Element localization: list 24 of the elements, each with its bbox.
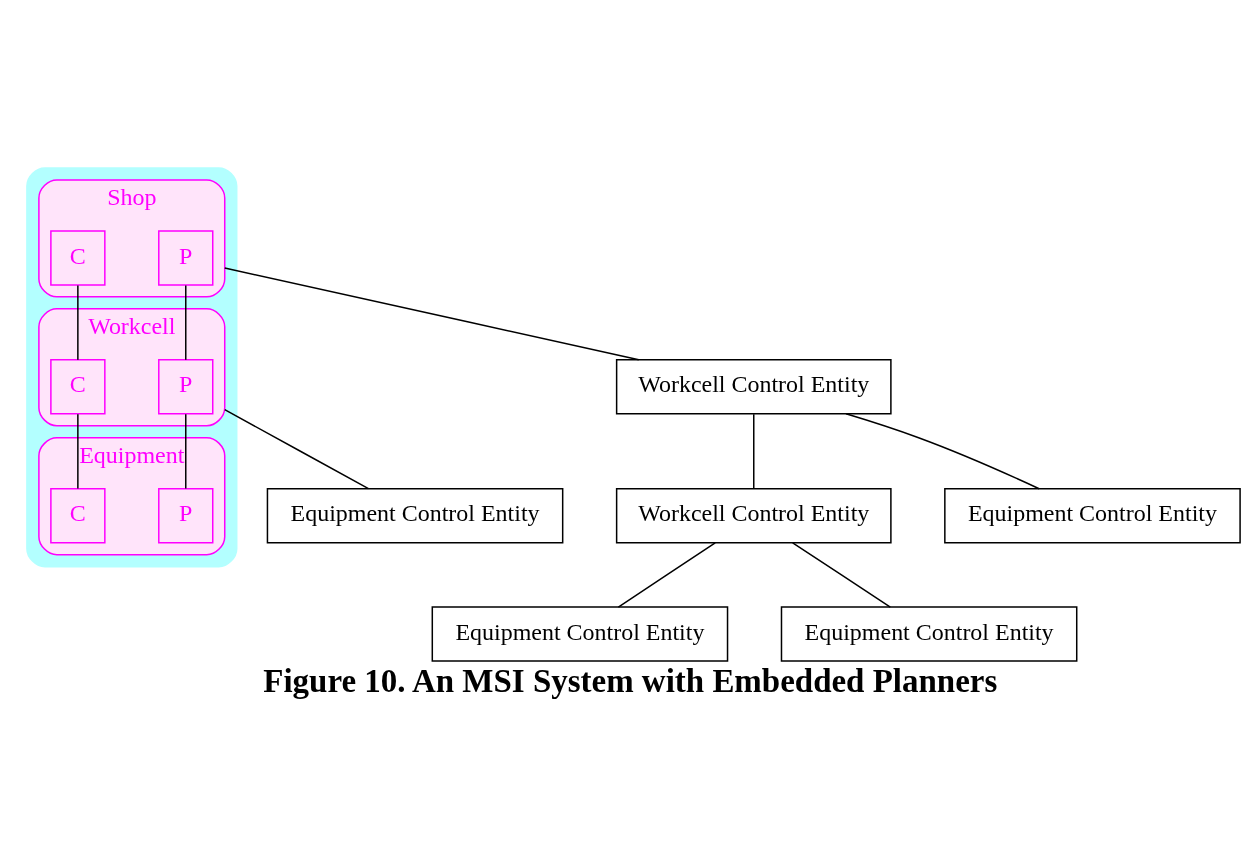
connector <box>845 413 1040 490</box>
node-box: C <box>50 359 106 415</box>
connector <box>77 413 79 490</box>
connector <box>617 542 716 608</box>
node-box: P <box>158 487 214 544</box>
node-box: P <box>158 359 214 415</box>
connector <box>185 284 187 361</box>
caption: Figure 10. An MSI System with Embedded Planners <box>263 662 998 699</box>
node-box: Equipment Control Entity <box>780 606 1078 662</box>
connector <box>224 408 370 490</box>
connector <box>224 267 640 361</box>
cluster <box>26 167 238 568</box>
node-box: C <box>50 230 106 286</box>
connector <box>185 413 187 490</box>
connector <box>77 284 79 361</box>
connector <box>753 413 755 490</box>
node-box: Workcell Control Entity <box>615 487 892 544</box>
node-box: P <box>158 230 214 286</box>
node-box: Equipment Control Entity <box>266 487 564 544</box>
node-box: Equipment Control Entity <box>944 487 1241 544</box>
node-box: Workcell Control Entity <box>615 359 892 415</box>
node-box: C <box>50 487 106 544</box>
connector <box>791 542 892 608</box>
node-box: Equipment Control Entity <box>431 606 729 662</box>
